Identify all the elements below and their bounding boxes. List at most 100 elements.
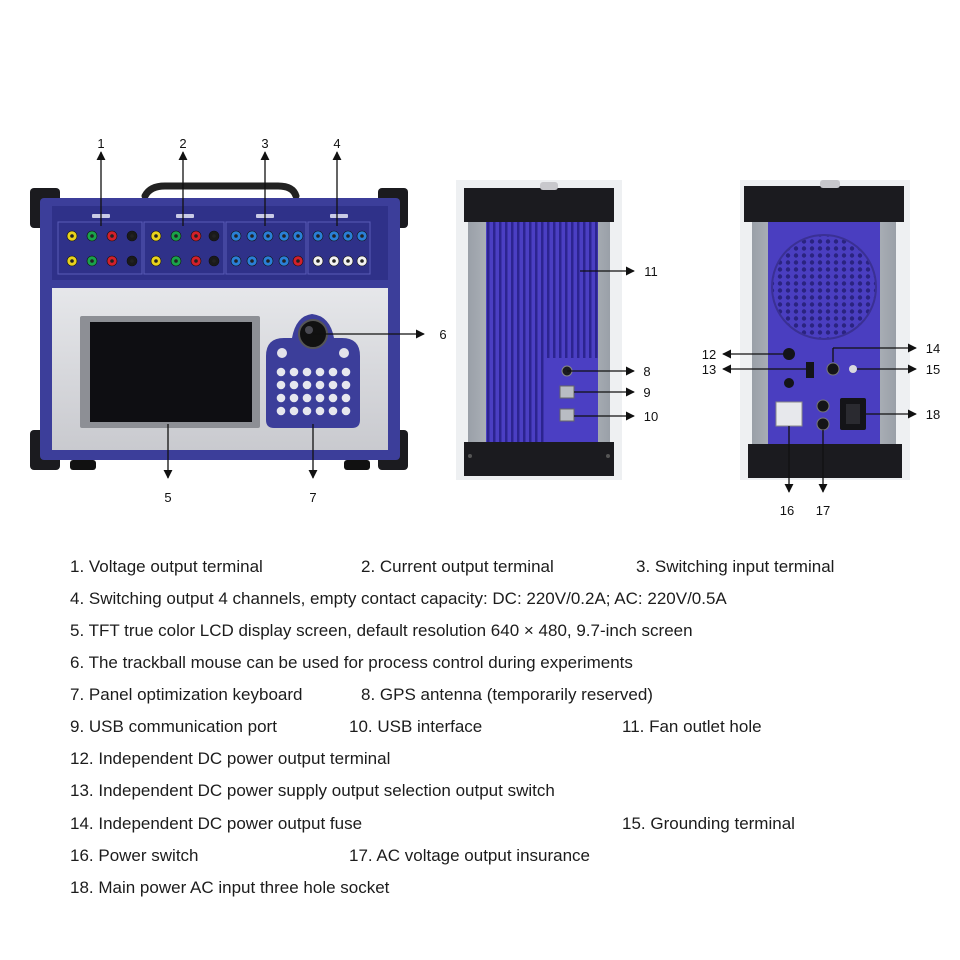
- switch-output-jack: [328, 230, 340, 242]
- legend-item-15: 15. Grounding terminal: [622, 814, 795, 833]
- keypad-key: [328, 367, 338, 377]
- legend-item-18: 18. Main power AC input three hole socke…: [70, 878, 390, 897]
- legend-item-4: 4. Switching output 4 channels, empty co…: [70, 589, 727, 608]
- legend-item-10: 10. USB interface: [349, 717, 483, 736]
- current-terminal-jack: [190, 230, 202, 242]
- device-diagram: 1 2 3 4 5 6 7 8 9 10 11 12 13 14 15 16 1…: [30, 136, 940, 518]
- callout-18: 18: [926, 407, 940, 422]
- switch-output-jack: [342, 255, 354, 267]
- switch-input-jack: [262, 255, 274, 267]
- callout-11: 11: [644, 264, 658, 279]
- legend-item-9: 9. USB communication port: [70, 717, 277, 736]
- callout-3: 3: [261, 136, 268, 151]
- current-terminal-jack: [170, 255, 182, 267]
- switch-output-jack: [356, 255, 368, 267]
- keypad-key: [341, 380, 351, 390]
- switch-input-jack: [262, 230, 274, 242]
- legend-item-3: 3. Switching input terminal: [636, 557, 835, 576]
- current-terminal-jack: [150, 230, 162, 242]
- current-terminal-jack: [150, 255, 162, 267]
- keypad-key: [341, 406, 351, 416]
- legend-item-16: 16. Power switch: [70, 846, 199, 865]
- keypad-key: [302, 393, 312, 403]
- legend-item-11: 11. Fan outlet hole: [622, 717, 762, 736]
- callout-5: 5: [164, 490, 171, 505]
- ac-output-fuse-2: [816, 417, 830, 431]
- legend-item-17: 17. AC voltage output insurance: [349, 846, 590, 865]
- keypad-key: [276, 406, 286, 416]
- side-view-left: [456, 180, 622, 480]
- legend-item-1: 1. Voltage output terminal: [70, 557, 263, 576]
- callout-numbers: 1 2 3 4 5 6 7 8 9 10 11 12 13 14 15 16 1…: [97, 136, 940, 518]
- switch-output-jack: [328, 255, 340, 267]
- legend-item-5: 5. TFT true color LCD display screen, de…: [70, 621, 693, 640]
- dc-output-fuse: [826, 362, 840, 376]
- keypad-key: [276, 367, 286, 377]
- switch-input-jack: [230, 255, 242, 267]
- keypad-key: [302, 380, 312, 390]
- switch-input-jack: [246, 255, 258, 267]
- callout-6: 6: [439, 327, 446, 342]
- callout-2: 2: [179, 136, 186, 151]
- fan-grille: [772, 235, 876, 339]
- current-terminal-jack: [208, 255, 220, 267]
- switch-output-jack: [312, 255, 324, 267]
- voltage-terminal-jack: [126, 255, 138, 267]
- keypad-key: [289, 393, 299, 403]
- dc-output-terminal: [783, 348, 795, 360]
- terminal-jacks: [66, 230, 368, 267]
- callout-17: 17: [816, 503, 830, 518]
- keypad-key: [276, 380, 286, 390]
- terminal-strip-divisions: [57, 221, 371, 275]
- keypad-key: [289, 380, 299, 390]
- voltage-terminal-jack: [106, 255, 118, 267]
- keypad-key: [341, 393, 351, 403]
- ac-output-fuse-1: [816, 399, 830, 413]
- keypad-key: [328, 380, 338, 390]
- switch-output-jack: [356, 230, 368, 242]
- keypad-key: [289, 367, 299, 377]
- current-terminal-jack: [170, 230, 182, 242]
- callout-1: 1: [97, 136, 104, 151]
- voltage-terminal-jack: [66, 230, 78, 242]
- switch-input-jack: [230, 230, 242, 242]
- side-top-cap: [464, 188, 614, 222]
- keypad-key: [328, 393, 338, 403]
- voltage-terminal-jack: [106, 230, 118, 242]
- callout-9: 9: [643, 385, 650, 400]
- callout-16: 16: [780, 503, 794, 518]
- legend-item-14: 14. Independent DC power output fuse: [70, 814, 363, 833]
- legend-item-2: 2. Current output terminal: [361, 557, 554, 576]
- switch-input-jack: [292, 230, 304, 242]
- legend-item-13: 13. Independent DC power supply output s…: [70, 781, 555, 800]
- switch-input-jack: [278, 230, 290, 242]
- keypad-key: [315, 367, 325, 377]
- voltage-terminal-jack: [86, 230, 98, 242]
- callout-14: 14: [926, 341, 940, 356]
- rear-top-cap: [744, 186, 904, 222]
- grounding-terminal: [849, 365, 857, 373]
- keypad-key: [276, 393, 286, 403]
- legend-item-12: 12. Independent DC power output terminal: [70, 749, 391, 768]
- callout-13: 13: [702, 362, 716, 377]
- keypad-key: [328, 406, 338, 416]
- switch-output-jack: [312, 230, 324, 242]
- current-terminal-jack: [190, 255, 202, 267]
- keypad-key: [315, 393, 325, 403]
- voltage-terminal-jack: [66, 255, 78, 267]
- dc-selection-switch: [806, 362, 814, 378]
- rear-view: [740, 180, 910, 480]
- voltage-terminal-jack: [126, 230, 138, 242]
- legend-item-8: 8. GPS antenna (temporarily reserved): [361, 685, 653, 704]
- callout-7: 7: [309, 490, 316, 505]
- voltage-terminal-jack: [86, 255, 98, 267]
- legend-item-6: 6. The trackball mouse can be used for p…: [70, 653, 633, 672]
- keypad-key: [302, 406, 312, 416]
- callout-4: 4: [333, 136, 340, 151]
- switch-input-jack: [292, 255, 304, 267]
- usb-communication-port: [559, 385, 575, 399]
- usb-interface-port: [559, 408, 575, 422]
- keypad-key: [315, 406, 325, 416]
- carry-handle: [141, 182, 300, 200]
- power-switch: [775, 401, 803, 427]
